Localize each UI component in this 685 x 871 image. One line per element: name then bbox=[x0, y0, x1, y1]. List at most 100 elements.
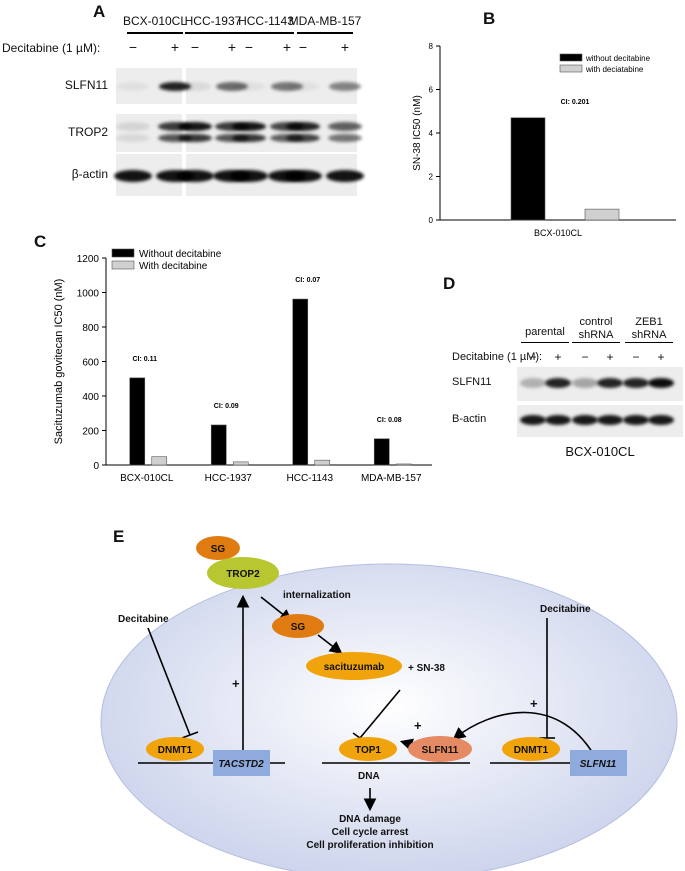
x-tick-label: BCX-010CL bbox=[534, 228, 582, 238]
group-label-line: shRNA bbox=[631, 329, 667, 341]
cell-line-underline bbox=[238, 32, 294, 34]
cell-line-underline bbox=[185, 32, 241, 34]
beta-actin-band bbox=[176, 170, 214, 182]
decitabine-treatment-label: Decitabine (1 µM): bbox=[2, 41, 101, 55]
group-underline bbox=[625, 342, 673, 344]
ci-annotation: CI: 0.07 bbox=[295, 277, 320, 284]
outcome-1: DNA damage bbox=[339, 814, 401, 825]
tacstd2-label: TACSTD2 bbox=[218, 759, 264, 770]
sg-top-label: SG bbox=[211, 544, 226, 555]
legend-swatch bbox=[559, 64, 583, 73]
y-tick-label: 4 bbox=[429, 129, 434, 138]
outcome-2: Cell cycle arrest bbox=[332, 827, 409, 838]
ci-annotation: CI: 0.08 bbox=[377, 417, 402, 424]
trop2-band-upper bbox=[178, 122, 212, 131]
bar-with-decitabine bbox=[151, 456, 168, 466]
y-axis-title: Sacituzumab govitecan IC50 (nM) bbox=[53, 279, 65, 445]
beta-actin-band bbox=[114, 170, 152, 182]
plus-sign: + bbox=[227, 39, 237, 55]
bar-with-decitabine bbox=[232, 461, 249, 466]
dnmt1-right-label: DNMT1 bbox=[514, 745, 549, 756]
trop2-label: TROP2 bbox=[226, 569, 260, 580]
trop2-band-lower bbox=[286, 134, 320, 142]
bar-without-decitabine bbox=[129, 377, 146, 466]
x-tick-label: BCX-010CL bbox=[120, 473, 174, 484]
slfn11-band bbox=[520, 378, 546, 388]
beta-actin-band bbox=[230, 170, 268, 182]
x-tick-label: HCC-1937 bbox=[205, 473, 253, 484]
dna-label: DNA bbox=[358, 771, 380, 782]
y-tick-label: 0 bbox=[93, 461, 99, 472]
ci-annotation: CI: 0.09 bbox=[214, 403, 239, 410]
top1-node bbox=[339, 737, 397, 761]
slfn11-band bbox=[117, 82, 149, 91]
y-tick-label: 400 bbox=[82, 392, 99, 403]
group-underline bbox=[572, 342, 620, 344]
b-actin-band bbox=[597, 415, 623, 425]
cell-membrane bbox=[100, 563, 678, 871]
bar-without-decitabine bbox=[373, 438, 390, 466]
legend-label: without decitabine bbox=[585, 54, 651, 63]
legend-swatch bbox=[111, 260, 135, 270]
bar-with-decitabine bbox=[395, 463, 412, 466]
x-tick-label: HCC-1143 bbox=[287, 473, 334, 484]
trop2-band-upper bbox=[116, 122, 150, 131]
y-tick-label: 1000 bbox=[77, 289, 100, 300]
slfn11-protein-label: SLFN11 bbox=[422, 745, 459, 756]
slfn11-band bbox=[329, 82, 361, 91]
bar-with-decitabine bbox=[314, 459, 331, 466]
trop2-node bbox=[207, 557, 279, 589]
bar-without-decitabine bbox=[210, 424, 227, 466]
decitabine-right-label: Decitabine bbox=[540, 604, 591, 615]
cell-line-label: HCC-1143 bbox=[238, 14, 294, 28]
legend-label: Without decitabine bbox=[139, 249, 222, 260]
panel-b-letter: B bbox=[483, 9, 496, 28]
slfn11-gene-box bbox=[570, 750, 627, 776]
blot-row-label: B-actin bbox=[452, 413, 487, 425]
dnmt1-left-label: DNMT1 bbox=[158, 745, 193, 756]
slfn11-protein-node bbox=[408, 736, 472, 762]
y-tick-label: 6 bbox=[429, 86, 434, 95]
group-label-line: shRNA bbox=[578, 329, 614, 341]
blot-row-label: TROP2 bbox=[67, 125, 108, 139]
blot-row-label: SLFN11 bbox=[452, 376, 492, 388]
minus-sign: − bbox=[632, 350, 640, 364]
group-label-line: control bbox=[579, 316, 613, 328]
top1-label: TOP1 bbox=[355, 745, 381, 756]
dnmt1-left-node bbox=[146, 737, 204, 761]
y-tick-label: 0 bbox=[429, 216, 434, 225]
plus-sign: + bbox=[282, 39, 292, 55]
beta-actin-band bbox=[326, 170, 364, 182]
outcome-3: Cell proliferation inhibition bbox=[306, 840, 433, 851]
plus-sign: + bbox=[657, 350, 665, 364]
b-actin-band bbox=[648, 415, 674, 425]
sacituzumab-label: sacituzumab bbox=[324, 662, 385, 673]
plus-sign: + bbox=[170, 39, 180, 55]
minus-sign: − bbox=[581, 350, 589, 364]
slfn11-band bbox=[545, 378, 571, 388]
group-label-line: parental bbox=[525, 326, 565, 338]
plus-sign: + bbox=[554, 350, 562, 364]
panel-d-letter: D bbox=[443, 274, 456, 293]
sacituzumab-node bbox=[306, 652, 402, 680]
minus-sign: − bbox=[529, 350, 537, 364]
trop2-band-upper bbox=[232, 122, 266, 131]
plus-left-label: + bbox=[232, 676, 240, 691]
b-actin-band bbox=[520, 415, 546, 425]
legend-label: With decitabine bbox=[139, 261, 208, 272]
b-actin-band bbox=[623, 415, 649, 425]
dnmt1-right-node bbox=[502, 737, 560, 761]
plus-middle-label: + bbox=[414, 718, 422, 733]
slfn11-band bbox=[271, 82, 303, 91]
beta-actin-band bbox=[284, 170, 322, 182]
y-axis-title: SN-38 IC50 (nM) bbox=[412, 95, 423, 171]
slfn11-band bbox=[216, 82, 248, 91]
internalization-label: internalization bbox=[283, 590, 351, 601]
legend-swatch bbox=[111, 248, 135, 258]
sg-node-top bbox=[196, 536, 240, 560]
slfn11-band bbox=[597, 378, 623, 388]
minus-sign: − bbox=[244, 39, 254, 55]
x-tick-label: MDA-MB-157 bbox=[361, 473, 422, 484]
plus-sign: + bbox=[606, 350, 614, 364]
